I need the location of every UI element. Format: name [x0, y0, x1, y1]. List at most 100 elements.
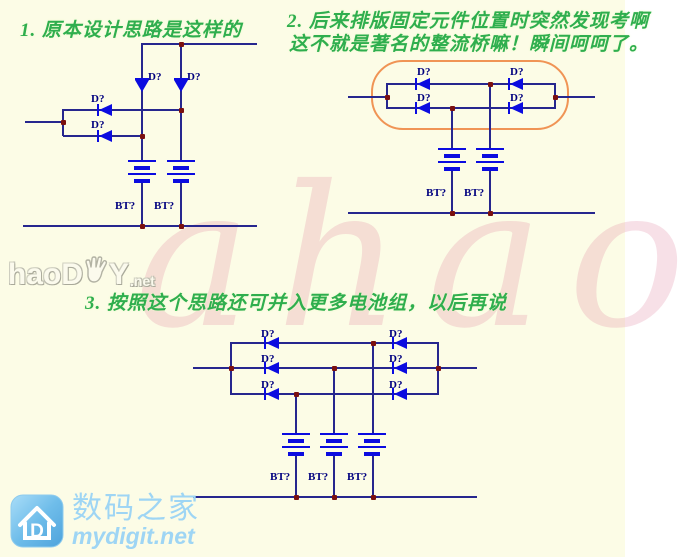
junction-dot [140, 224, 145, 229]
junction-dot [294, 495, 299, 500]
battery-icon [167, 160, 195, 183]
battery-label: BT? [426, 187, 447, 199]
diode-icon [508, 102, 523, 114]
diode-label: D? [417, 66, 431, 78]
junction-dot [179, 108, 184, 113]
battery-label: BT? [154, 200, 175, 212]
ahao-watermark: ahao [135, 144, 680, 371]
diode-icon [97, 130, 112, 142]
wire [372, 456, 374, 497]
battery-icon [128, 160, 156, 183]
wire [63, 109, 181, 111]
note-2-line-2: 这不就是著名的整流桥嘛！瞬间呵呵了。 [289, 34, 650, 55]
junction-dot [179, 42, 184, 47]
wire [451, 107, 453, 148]
diode-icon [97, 104, 112, 116]
junction-dot [371, 495, 376, 500]
battery-label: BT? [464, 187, 485, 199]
diode-icon [264, 388, 279, 400]
junction-dot [385, 95, 390, 100]
wire [180, 183, 182, 226]
wire [333, 456, 335, 497]
diode-icon [264, 362, 279, 374]
wire [25, 121, 63, 123]
wire [348, 212, 595, 214]
wire [387, 83, 555, 85]
junction-dot [371, 341, 376, 346]
diode-label: D? [148, 71, 162, 83]
note-1: 1. 原本设计思路是这样的 [20, 20, 243, 41]
haodiy-watermark: haoD Y .net [8, 256, 155, 291]
battery-icon [358, 433, 386, 456]
wire [295, 393, 297, 433]
haodiy-tld: .net [130, 273, 155, 289]
wire [348, 96, 388, 98]
wire [489, 83, 491, 148]
junction-dot [294, 392, 299, 397]
haodiy-text-suffix: Y [109, 258, 130, 291]
junction-dot [488, 82, 493, 87]
battery-icon [476, 148, 504, 171]
junction-dot [450, 106, 455, 111]
wire [295, 456, 297, 497]
junction-dot [488, 211, 493, 216]
diode-label: D? [91, 119, 105, 131]
diode-icon [415, 78, 430, 90]
diode-icon [135, 78, 149, 92]
wire [141, 183, 143, 226]
junction-dot [140, 134, 145, 139]
mydigit-name-cn: 数码之家 [72, 492, 200, 525]
diode-icon [508, 78, 523, 90]
junction-dot [436, 366, 441, 371]
wire [451, 171, 453, 213]
diode-icon [415, 102, 430, 114]
diode-label: D? [261, 353, 275, 365]
junction-dot [61, 120, 66, 125]
diode-icon [392, 337, 407, 349]
diode-label: D? [91, 93, 105, 105]
junction-dot [229, 366, 234, 371]
mydigit-house-icon: D [10, 494, 64, 553]
junction-dot [450, 211, 455, 216]
diode-label: D? [261, 328, 275, 340]
junction-dot [332, 366, 337, 371]
wire [372, 342, 374, 433]
diode-label: D? [389, 379, 403, 391]
note-2-line-1: 2. 后来排版固定元件位置时突然发现考啊 [287, 11, 650, 32]
haodiy-text-prefix: haoD [8, 258, 83, 291]
diode-icon [392, 388, 407, 400]
wire [387, 107, 555, 109]
junction-dot [179, 224, 184, 229]
mydigit-icon-letter: D [30, 521, 44, 542]
hand-icon [83, 256, 109, 289]
battery-label: BT? [270, 471, 291, 483]
battery-icon [320, 433, 348, 456]
diode-label: D? [187, 71, 201, 83]
note-3: 3. 按照这个思路还可并入更多电池组，以后再说 [85, 293, 508, 314]
wire [141, 43, 143, 160]
diode-icon [392, 362, 407, 374]
diode-icon [174, 78, 188, 92]
wire [489, 171, 491, 213]
mydigit-domain: mydigit.net [72, 523, 195, 549]
battery-label: BT? [347, 471, 368, 483]
right-white-margin [625, 0, 680, 557]
battery-label: BT? [308, 471, 329, 483]
diode-label: D? [510, 66, 524, 78]
diode-label: D? [510, 92, 524, 104]
battery-icon [282, 433, 310, 456]
junction-dot [553, 95, 558, 100]
battery-icon [438, 148, 466, 171]
wire [231, 342, 438, 344]
mydigit-logo: D 数码之家 mydigit.net [10, 494, 200, 553]
diode-label: D? [261, 379, 275, 391]
diode-icon [264, 337, 279, 349]
diode-label: D? [389, 328, 403, 340]
diode-label: D? [417, 92, 431, 104]
wire [554, 96, 595, 98]
wire [333, 367, 335, 433]
diode-label: D? [389, 353, 403, 365]
wire [142, 43, 257, 45]
battery-label: BT? [115, 200, 136, 212]
